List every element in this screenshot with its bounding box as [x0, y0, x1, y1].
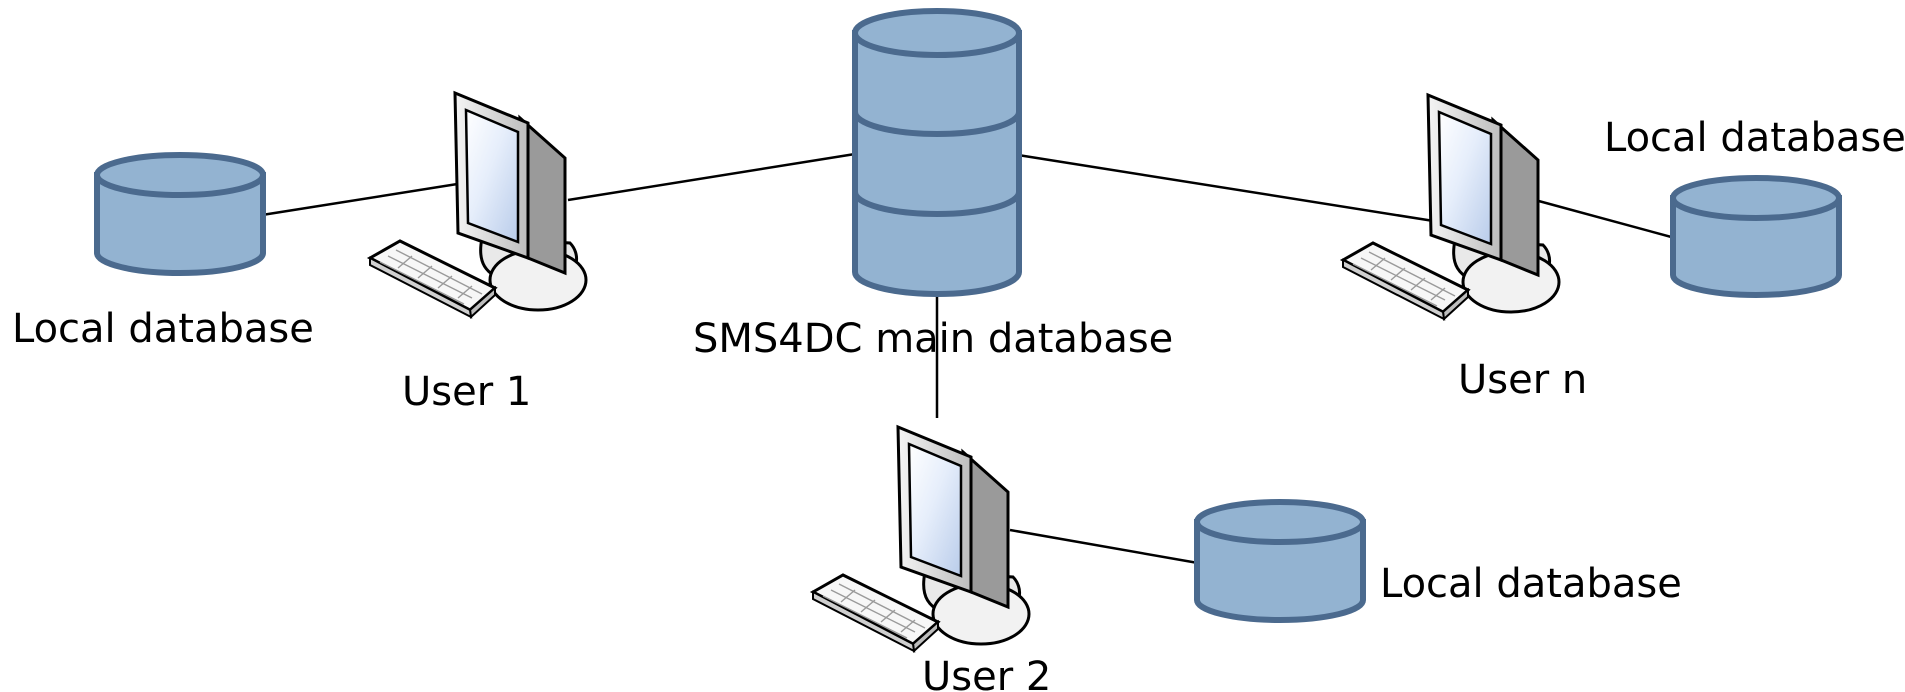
link-user2-local [1009, 528, 1199, 565]
user2-name-label: User 2 [922, 654, 1051, 692]
desktop-computer-icon-user1 [368, 91, 588, 319]
user2-local-database-label: Local database [1380, 561, 1682, 607]
local-database-icon-user2 [1194, 499, 1366, 623]
user1-name-label: User 1 [402, 369, 531, 415]
connection-lines [261, 152, 1676, 565]
link-usern-local [1534, 198, 1676, 240]
local-database-icon-user1 [94, 152, 266, 276]
desktop-computer-icon-user2 [811, 425, 1031, 653]
usern-name-label: User n [1458, 357, 1587, 403]
main-database-label: SMS4DC main database [693, 316, 1173, 362]
main-database-icon [852, 8, 1022, 297]
user1-local-database-label: Local database [12, 306, 314, 352]
desktop-computer-icon-usern [1341, 93, 1561, 321]
link-user1-local [261, 180, 471, 217]
link-main-user1 [567, 152, 856, 202]
usern-local-database-label: Local database [1604, 115, 1905, 161]
link-main-usern [1017, 153, 1441, 224]
local-database-icon-usern [1670, 175, 1842, 298]
